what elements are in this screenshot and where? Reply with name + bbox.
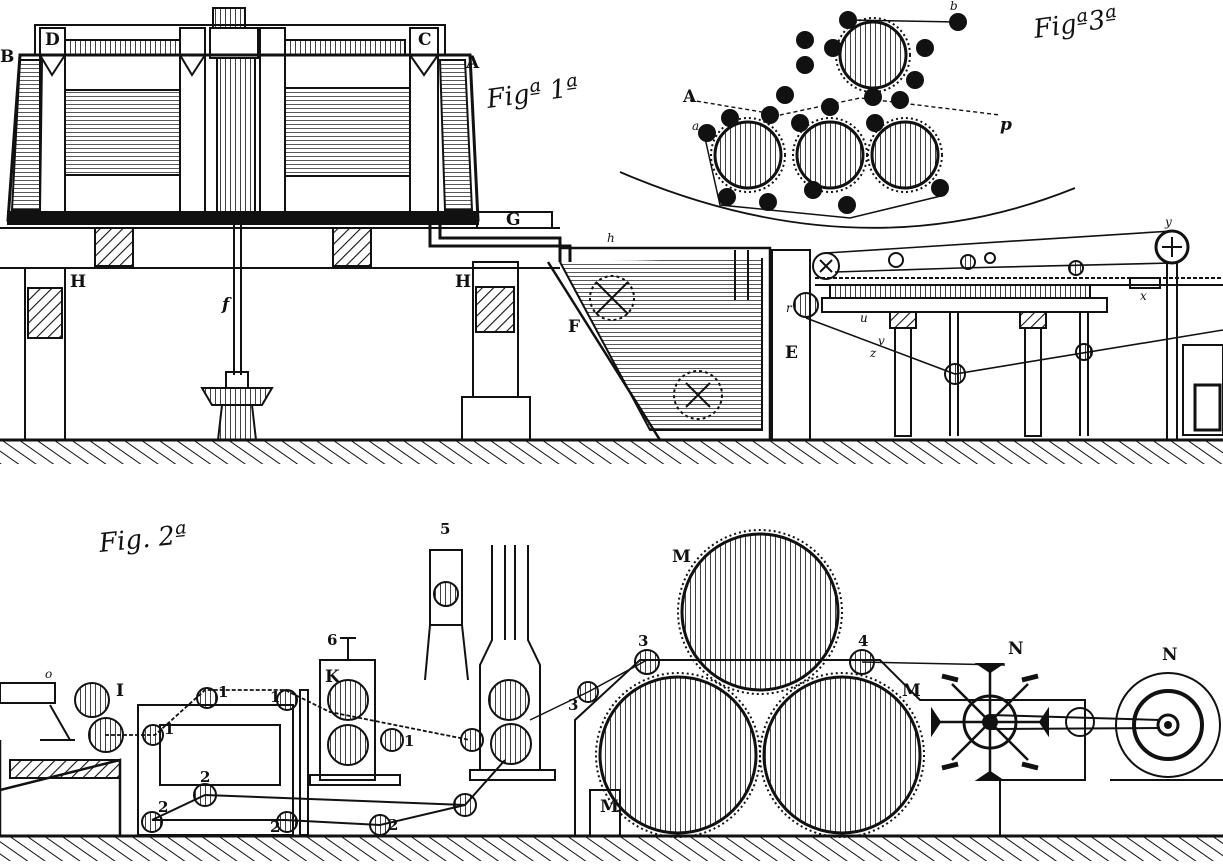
label-v: v [878, 334, 885, 348]
label-b: b [950, 0, 958, 13]
label-A-fig3: A [682, 87, 697, 107]
label-5: 5 [440, 520, 450, 538]
label-h: h [607, 231, 615, 245]
label-3-top: 3 [638, 632, 648, 650]
fig2-drawing [0, 529, 1223, 861]
label-p: p [1000, 115, 1012, 135]
label-6: 6 [327, 631, 337, 649]
label-r: r [786, 301, 793, 315]
label-4: 4 [858, 632, 868, 650]
label-1-b: 1 [218, 683, 228, 701]
label-c: c [808, 184, 815, 198]
label-B: B [0, 47, 14, 67]
label-y: y [1164, 215, 1172, 229]
label-f: f [221, 295, 232, 315]
label-C: C [418, 30, 432, 50]
number-labels: 5 6 3 3 4 1 1 1 1 2 2 2 2 [158, 520, 868, 836]
label-H-left: H [70, 272, 86, 292]
label-E: E [785, 343, 798, 363]
label-2-a: 2 [200, 768, 210, 786]
label-1-a: 1 [164, 720, 174, 738]
label-o: o [45, 667, 52, 681]
label-1-d: 1 [404, 732, 414, 750]
label-H-right: H [455, 272, 471, 292]
label-2-b: 2 [158, 798, 168, 816]
fig1-table-machine [771, 229, 1223, 441]
label-K: K [325, 667, 341, 687]
label-M-right: M [902, 681, 921, 701]
label-I: I [116, 681, 124, 701]
label-F: F [568, 317, 580, 337]
label-D: D [45, 30, 60, 50]
label-M-top: M [672, 547, 691, 567]
label-x: x [1140, 289, 1147, 303]
fig1-drawing [0, 7, 772, 442]
label-G: G [506, 210, 521, 230]
label-1-c: 1 [270, 688, 280, 706]
fig3-label: Figª3ª [1031, 3, 1120, 45]
label-A: A [465, 53, 480, 73]
label-a: a [692, 119, 699, 133]
label-2-d: 2 [388, 816, 398, 834]
label-N-star: N [1008, 639, 1024, 659]
label-2-c: 2 [270, 818, 280, 836]
label-3-left: 3 [568, 696, 578, 714]
fig2-label: Fig. 2ª [97, 520, 189, 559]
letter-labels: B D C A G H H F E f h A p y x z u v r b … [0, 0, 1178, 817]
label-M-bottom: M [600, 797, 619, 817]
label-N-reel: N [1162, 645, 1178, 665]
fig3-drawing [619, 11, 1076, 229]
fig1-label: Figª 1ª [484, 72, 581, 115]
label-z: z [869, 346, 877, 360]
label-u: u [860, 311, 868, 325]
